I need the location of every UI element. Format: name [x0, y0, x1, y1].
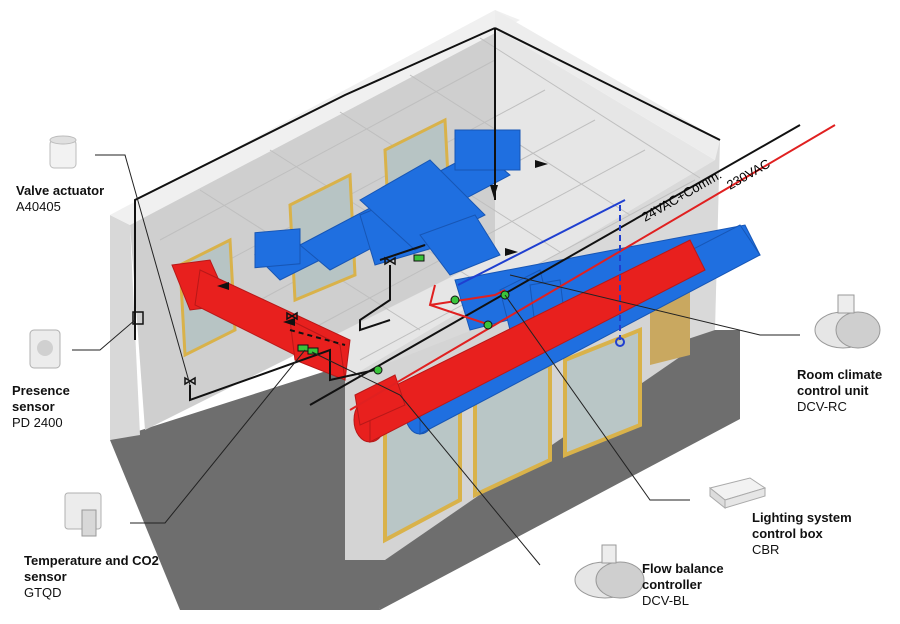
flow-balance-code: DCV-BL [642, 593, 689, 608]
room-climate-title: Room climate control unit [797, 367, 883, 398]
blue-control-line [457, 199, 626, 286]
flow-balance-title: Flow balance controller [642, 561, 724, 592]
flow-balance-device [574, 544, 645, 599]
leader-lines [72, 154, 800, 566]
mains-cable-label: 230VAC [724, 156, 773, 193]
valve-actuator-device [49, 135, 77, 169]
lighting-box-device [708, 477, 767, 510]
presence-sensor-title: Presence sensor [12, 383, 70, 414]
wall-top [110, 10, 520, 225]
flow-balance-label: Flow balance controller DCV-BL [642, 561, 724, 609]
presence-sensor-code: PD 2400 [12, 415, 63, 430]
valve-actuator-code: A40405 [16, 199, 61, 214]
cables [134, 27, 836, 411]
floor [110, 365, 380, 610]
temp-co2-sensor-label: Temperature and CO2 sensor GTQD [24, 553, 159, 601]
mains-cable [349, 124, 836, 411]
low-voltage-cable [309, 124, 801, 406]
room-climate-code: DCV-RC [797, 399, 847, 414]
lighting-box-label: Lighting system control box CBR [752, 510, 852, 558]
temp-co2-sensor-title: Temperature and CO2 sensor [24, 553, 159, 584]
lighting-box-title: Lighting system control box [752, 510, 852, 541]
valve-actuator-title: Valve actuator [16, 183, 105, 198]
temp-co2-sensor-device [64, 492, 102, 537]
presence-sensor-device [29, 329, 61, 369]
valve-actuator-label: Valve actuator A40405 [16, 183, 104, 215]
presence-sensor-label: Presence sensor PD 2400 [12, 383, 70, 431]
room-climate-device [814, 294, 881, 349]
valve-symbols [132, 256, 396, 386]
flow-arrows [217, 160, 548, 326]
left-wall [110, 215, 140, 440]
room-climate-label: Room climate control unit DCV-RC [797, 367, 882, 415]
temp-co2-sensor-code: GTQD [24, 585, 62, 600]
sensor-nodes [297, 254, 510, 375]
lighting-box-code: CBR [752, 542, 780, 557]
